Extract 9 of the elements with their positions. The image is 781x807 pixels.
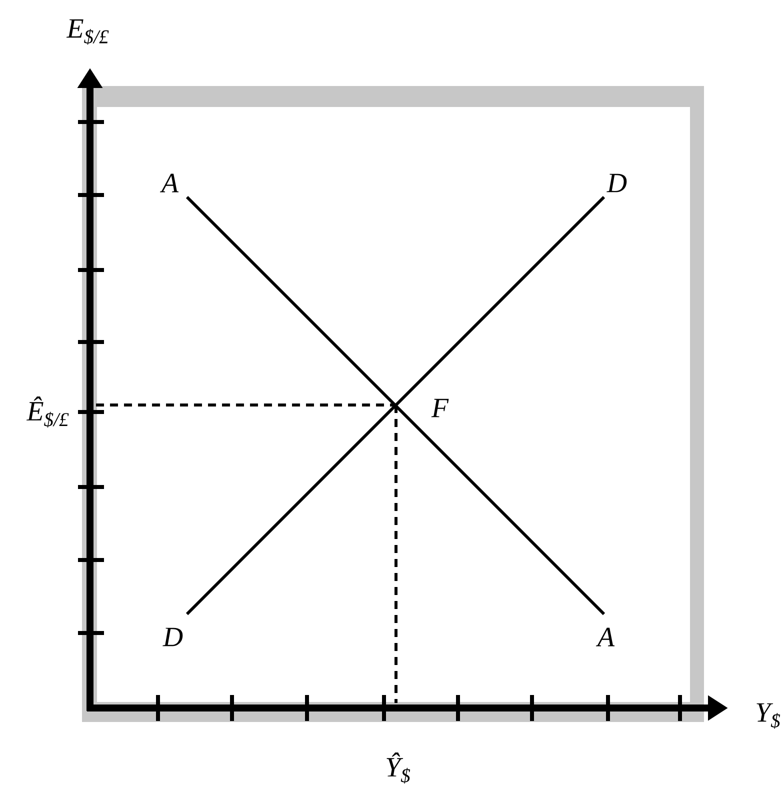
axis-label: E$_{$/£}$ (66, 19, 109, 45)
equilibrium-label: Ŷ$_{$}$ (386, 752, 410, 784)
curve-label: D (606, 174, 627, 192)
axis-label: Y$_{$}$ (756, 703, 780, 729)
equilibrium-label: Ê$_{$/£}$ (26, 396, 69, 428)
point-label: F (431, 398, 449, 418)
curve-label: A (596, 628, 615, 646)
curve-label: A (160, 174, 179, 192)
curve-label: D (162, 628, 183, 646)
